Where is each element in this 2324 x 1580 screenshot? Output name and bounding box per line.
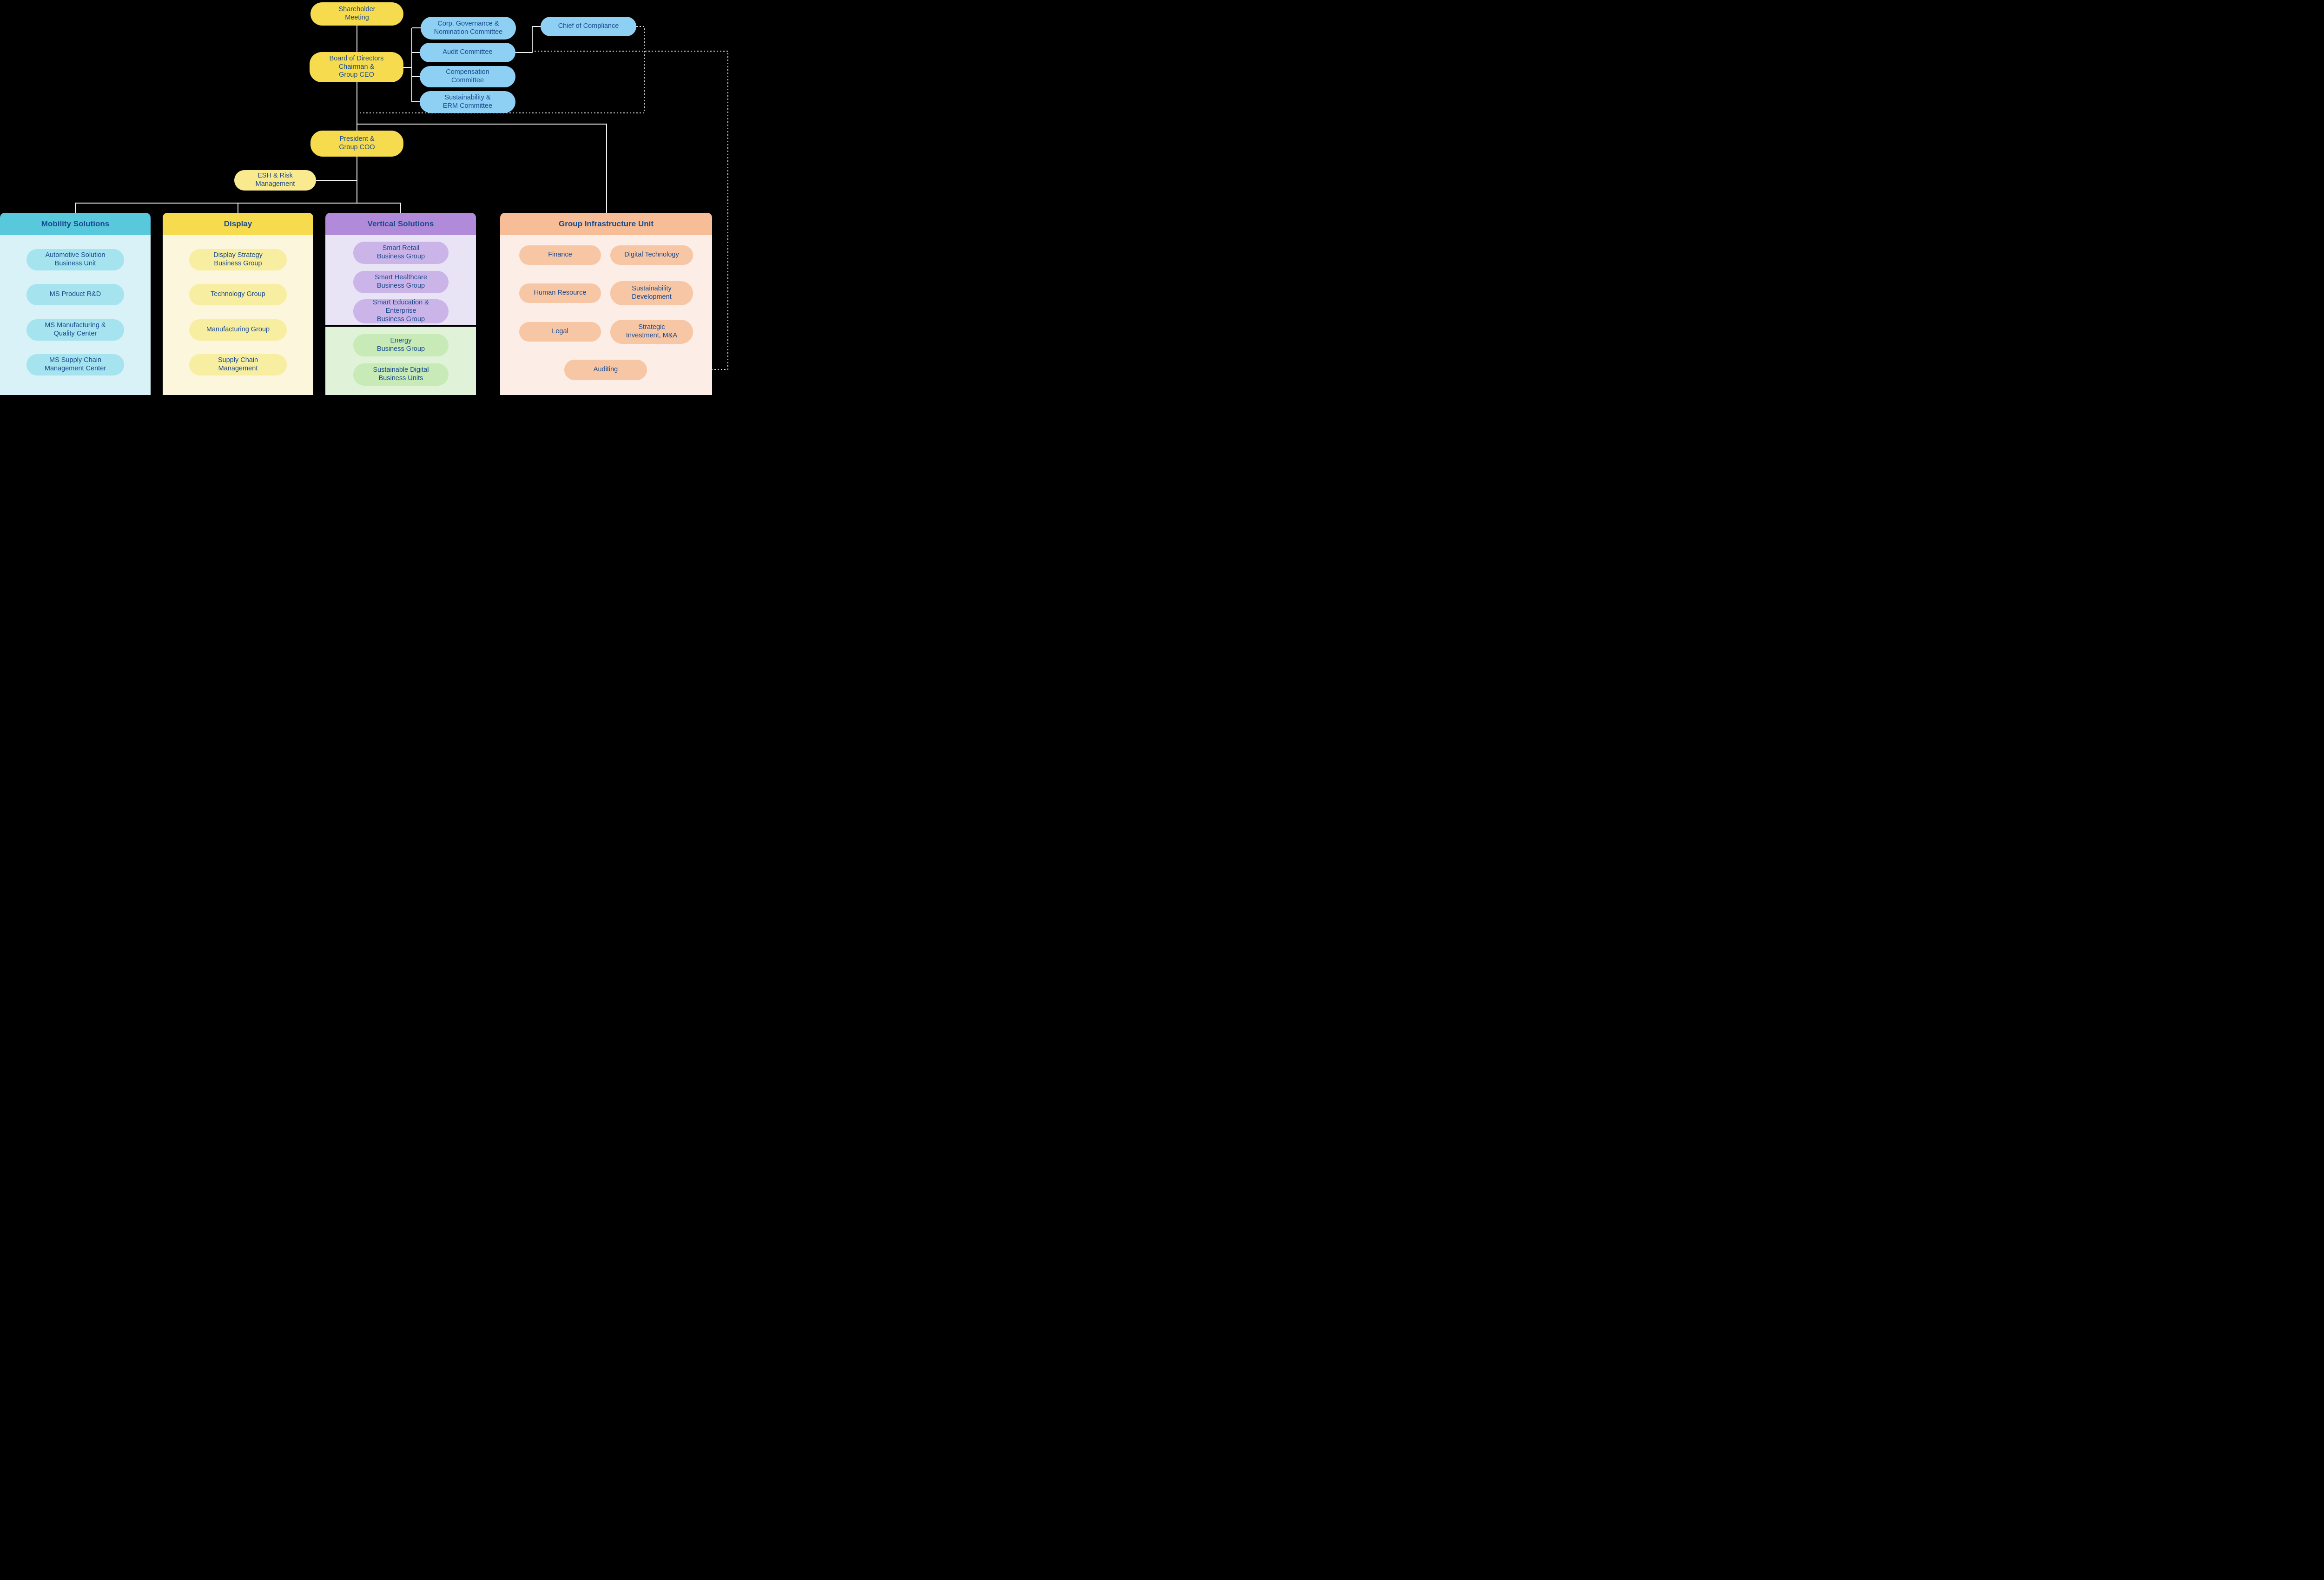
display-item-technology-group: Technology Group [189, 284, 287, 305]
dept-display: Display Display Strategy Business Group … [163, 213, 313, 395]
mobility-item-ms-supply-chain: MS Supply Chain Management Center [26, 354, 124, 375]
dept-body-display: Display Strategy Business Group Technolo… [163, 235, 313, 395]
committee-compensation: Compensation Committee [420, 66, 515, 87]
node-shareholder-meeting: Shareholder Meeting [310, 2, 403, 26]
dept-body-group-infrastructure: Finance Digital Technology Human Resourc… [500, 235, 712, 395]
vertical-item-smart-retail: Smart Retail Business Group [353, 242, 449, 264]
committee-sustainability-erm: Sustainability & ERM Committee [420, 91, 515, 113]
infra-item-auditing: Auditing [564, 360, 647, 380]
dept-header-display: Display [163, 213, 313, 235]
connector-lines [75, 26, 728, 370]
mobility-item-ms-product-rd: MS Product R&D [26, 284, 124, 305]
node-president-group-coo: President & Group COO [310, 131, 403, 157]
dept-header-mobility-solutions: Mobility Solutions [0, 213, 151, 235]
display-item-supply-chain-management: Supply Chain Management [189, 354, 287, 375]
mobility-item-automotive-solution: Automotive Solution Business Unit [26, 249, 124, 270]
org-chart-canvas: Shareholder Meeting Board of Directors C… [0, 0, 732, 395]
dept-body-mobility-solutions: Automotive Solution Business Unit MS Pro… [0, 235, 151, 395]
dept-body-energy: Energy Business Group Sustainable Digita… [325, 327, 476, 395]
node-chief-of-compliance: Chief of Compliance [541, 17, 636, 36]
dept-mobility-solutions: Mobility Solutions Automotive Solution B… [0, 213, 151, 395]
dept-group-infrastructure: Group Infrastructure Unit Finance Digita… [500, 213, 712, 395]
infra-item-digital-technology: Digital Technology [610, 245, 693, 265]
display-item-manufacturing-group: Manufacturing Group [189, 319, 287, 341]
infra-item-finance: Finance [519, 245, 601, 265]
infra-item-sustainability-development: Sustainability Development [610, 281, 693, 305]
energy-item-sustainable-digital: Sustainable Digital Business Units [353, 363, 449, 386]
vertical-item-smart-healthcare: Smart Healthcare Business Group [353, 271, 449, 293]
committee-audit: Audit Committee [420, 43, 515, 62]
node-board-of-directors: Board of Directors Chairman & Group CEO [310, 52, 403, 82]
node-esh-risk-management: ESH & Risk Management [234, 170, 316, 191]
energy-item-energy-business-group: Energy Business Group [353, 334, 449, 356]
dept-header-group-infrastructure: Group Infrastructure Unit [500, 213, 712, 235]
dept-vertical-solutions: Vertical Solutions Smart Retail Business… [325, 213, 476, 395]
display-item-display-strategy: Display Strategy Business Group [189, 249, 287, 270]
infra-item-strategic-investment-ma: Strategic Investment, M&A [610, 320, 693, 344]
vertical-item-smart-education-enterprise: Smart Education & Enterprise Business Gr… [353, 299, 449, 323]
committee-corp-governance-nomination: Corp. Governance & Nomination Committee [421, 17, 516, 40]
dept-body-vertical-solutions: Smart Retail Business Group Smart Health… [325, 235, 476, 325]
infra-item-legal: Legal [519, 322, 601, 342]
dept-header-vertical-solutions: Vertical Solutions [325, 213, 476, 235]
infra-item-human-resource: Human Resource [519, 283, 601, 303]
mobility-item-ms-manufacturing-quality: MS Manufacturing & Quality Center [26, 319, 124, 341]
